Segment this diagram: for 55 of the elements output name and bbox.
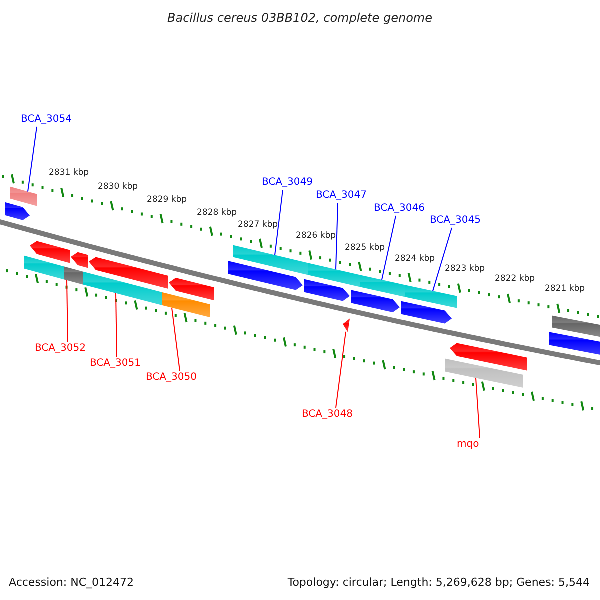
gene-label: BCA_3054: [21, 114, 72, 126]
gene-feature: [71, 252, 88, 268]
leader-line: [476, 378, 480, 438]
gene-feature: [549, 332, 600, 356]
gene-block: [445, 358, 523, 388]
scale-label: 2829 kbp: [147, 195, 188, 205]
gene-label: BCA_3045: [430, 215, 481, 227]
gene-feature: [351, 290, 400, 312]
chart-title: Bacillus cereus 03BB102, complete genome: [166, 11, 434, 25]
leader-line: [336, 202, 338, 270]
gene-label: BCA_3050: [146, 372, 197, 384]
scale-label: 2831 kbp: [49, 168, 90, 178]
gene-label: BCA_3047: [316, 190, 367, 202]
gene-feature: [228, 261, 303, 290]
leader-line: [66, 280, 68, 342]
gene-label: mqo: [457, 439, 480, 451]
gene-feature: [304, 279, 350, 302]
info-text: Topology: circular; Length: 5,269,628 bp; Genes: 5,544: [288, 576, 590, 589]
gene-block: [162, 292, 210, 318]
gene-block: [83, 272, 162, 306]
scale-label: 2830 kbp: [98, 182, 138, 192]
scale-label: 2822 kbp: [495, 274, 536, 284]
gene-block: [233, 245, 308, 276]
gene-block: [405, 285, 457, 308]
leader-line: [28, 126, 38, 192]
gene-feature: [89, 257, 168, 289]
gene-label: BCA_3051: [90, 358, 141, 370]
gene-label: BCA_3052: [35, 343, 86, 355]
gene-block: [64, 266, 83, 285]
gene-feature: [450, 343, 527, 371]
info-text: Accession: NC_012472: [9, 576, 134, 589]
scale-label: 2826 kbp: [296, 231, 336, 241]
gene-block: [552, 316, 600, 339]
scale-label: 2827 kbp: [238, 220, 278, 230]
gene-feature: [343, 318, 350, 332]
gene-label: BCA_3048: [302, 409, 353, 421]
gene-block: [308, 263, 360, 288]
leader-line: [432, 228, 452, 292]
gene-block: [10, 186, 37, 206]
gene-feature: [5, 202, 30, 220]
scale-label: 2823 kbp: [445, 264, 486, 274]
gene-label: BCA_3049: [262, 177, 313, 189]
gene-block: [360, 275, 405, 298]
leader-line: [116, 293, 118, 358]
scale-label: 2824 kbp: [395, 254, 436, 264]
gene-label: BCA_3046: [374, 203, 425, 215]
leader-line: [274, 190, 284, 256]
leader-line: [382, 216, 396, 280]
scale-label: 2825 kbp: [345, 243, 386, 253]
leader-line: [336, 331, 346, 408]
gene-feature: [169, 278, 214, 300]
scale-label: 2828 kbp: [197, 208, 238, 218]
scale-label: 2821 kbp: [545, 284, 586, 294]
gene-feature: [401, 301, 452, 324]
leader-line: [172, 308, 180, 372]
